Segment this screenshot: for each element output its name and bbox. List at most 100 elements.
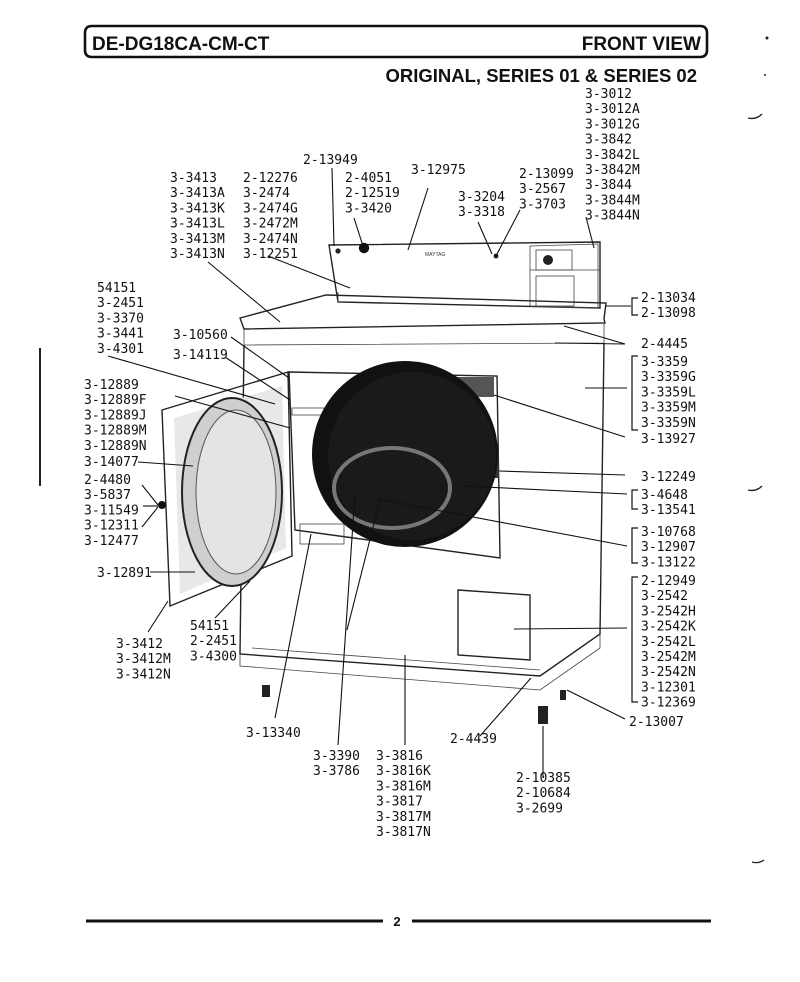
callout-13: 3-14077: [84, 455, 139, 470]
callout-3: 3-12975: [411, 163, 466, 178]
page-number: 2: [393, 914, 400, 929]
header-frame: [83, 24, 709, 59]
part-number: 3-3817M: [376, 810, 431, 825]
model-number: DE-DG18CA-CM-CT: [92, 34, 270, 55]
part-number: 2-13034: [641, 291, 696, 306]
part-number: 3-3786: [313, 764, 360, 779]
part-number: 3-12889M: [84, 424, 147, 439]
part-number: 2-13098: [641, 306, 696, 321]
part-number: 3-4301: [97, 342, 144, 357]
part-number: 3-3318: [458, 205, 505, 220]
part-number: 3-12251: [243, 247, 298, 262]
part-number: 3-13541: [641, 503, 696, 518]
part-number: 3-12975: [411, 163, 466, 178]
callout-11: 3-14119: [173, 348, 228, 363]
part-number: 3-13927: [641, 432, 696, 447]
part-number: 3-3842: [585, 133, 632, 148]
part-number: 3-2542M: [641, 650, 696, 665]
start-button: [493, 253, 499, 259]
dryer-illustration: MAYTAG: [158, 241, 607, 724]
part-number: 3-3413: [170, 171, 217, 186]
part-number: 2-4445: [641, 337, 688, 352]
part-number: 3-3390: [313, 749, 360, 764]
part-number: 3-3413N: [170, 247, 225, 262]
part-number: 3-3012G: [585, 117, 640, 132]
part-number: 3-5837: [84, 488, 131, 503]
warning-label: [299, 523, 345, 545]
part-number: 3-2542: [641, 589, 688, 604]
part-number: 3-3370: [97, 311, 144, 326]
part-number: 3-3012A: [585, 102, 640, 117]
door-handle: [158, 501, 166, 509]
callout-10: 3-10560: [173, 328, 228, 343]
part-number: 2-4051: [345, 171, 392, 186]
scan-marks: [39, 36, 769, 864]
part-number: 3-3703: [519, 197, 566, 212]
part-number: 3-12889N: [84, 439, 147, 454]
part-number: 3-2451: [97, 296, 144, 311]
part-number: 3-3441: [97, 327, 144, 342]
part-number: 2-4480: [84, 473, 131, 488]
indicator-light: [335, 248, 341, 254]
part-number: 3-3359L: [641, 385, 696, 400]
part-number: 2-2451: [190, 634, 237, 649]
part-number: 3-12311: [84, 519, 139, 534]
part-number: 3-3842M: [585, 163, 640, 178]
top-panel: [239, 294, 607, 330]
view-title: FRONT VIEW: [582, 34, 701, 55]
part-number: 3-2542N: [641, 665, 696, 680]
callout-24: 2-4445: [641, 337, 688, 352]
part-number: 3-2474G: [243, 201, 298, 216]
part-number: 3-3359M: [641, 401, 696, 416]
part-number: 3-2472M: [243, 217, 298, 232]
part-number: 54151: [190, 619, 229, 634]
part-number: 3-2474: [243, 186, 290, 201]
part-number: 3-3412N: [116, 667, 171, 682]
callout-26: 3-13927: [641, 432, 696, 447]
part-number: 3-3842L: [585, 148, 640, 163]
brand-logo: MAYTAG: [425, 252, 445, 258]
control-console: [328, 241, 601, 309]
part-number: 3-2542K: [641, 620, 696, 635]
part-number: 3-3816M: [376, 779, 431, 794]
part-number: 3-3413L: [170, 217, 225, 232]
part-number: 3-4300: [190, 649, 237, 664]
part-number: 3-11549: [84, 503, 139, 518]
part-number: 3-14119: [173, 348, 228, 363]
part-number: 54151: [97, 281, 136, 296]
part-number: 2-13007: [629, 715, 684, 730]
part-number: 2-13099: [519, 167, 574, 182]
part-number: 3-3359N: [641, 416, 696, 431]
part-number: 3-2699: [516, 801, 563, 816]
loading-door: [161, 371, 293, 608]
part-number: 3-4648: [641, 488, 688, 503]
callout-31: 2-13007: [629, 715, 684, 730]
series-title: ORIGINAL, SERIES 01 & SERIES 02: [385, 65, 697, 86]
part-number: 3-3817N: [376, 825, 431, 840]
callout-21: 2-4439: [450, 732, 497, 747]
part-number: 3-12889F: [84, 393, 147, 408]
part-number: 3-13340: [246, 726, 301, 741]
leader-lines: [107, 167, 638, 778]
part-number: 2-12949: [641, 574, 696, 589]
toe-kick: [251, 647, 541, 671]
part-number: 3-3359: [641, 355, 688, 370]
part-number: 3-2474N: [243, 232, 298, 247]
part-number: 3-12889J: [84, 408, 147, 423]
part-number: 3-3817: [376, 795, 423, 810]
part-number: 3-12369: [641, 696, 696, 711]
control-knob: [358, 242, 370, 254]
